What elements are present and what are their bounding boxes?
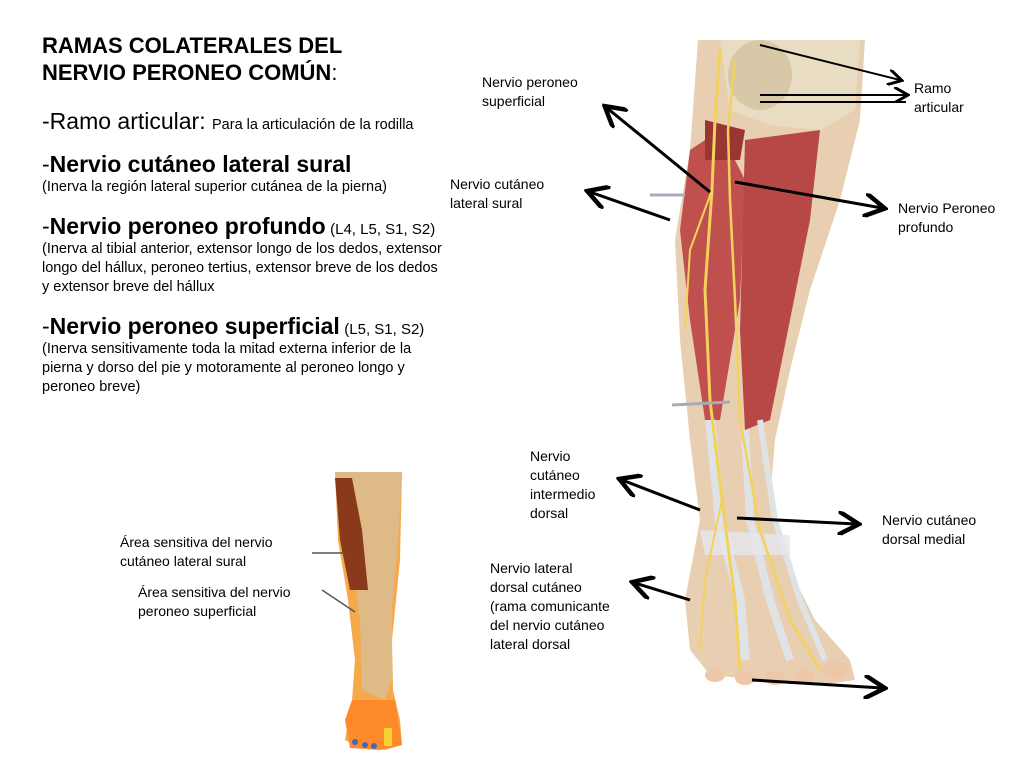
section-heading: Nervio peroneo superficial — [49, 313, 340, 339]
label-cutaneo-lateral-sural: Nervio cutáneo lateral sural — [450, 176, 545, 211]
section-peroneo-profundo: -Nervio peroneo profundo (L4, L5, S1, S2… — [42, 213, 442, 295]
section-heading: Nervio cutáneo lateral sural — [49, 151, 352, 177]
label-lateral-dorsal-cutaneo: Nervio lateral dorsal cutáneo (rama comu… — [490, 560, 610, 652]
label-peroneo-superficial: Nervio peroneo superficial — [482, 74, 578, 109]
text-panel: RAMAS COLATERALES DEL NERVIO PERONEO COM… — [42, 32, 442, 413]
anatomy-leg-image — [650, 40, 865, 685]
section-description: (Inerva al tibial anterior, extensor lon… — [42, 241, 442, 295]
section-roots: (L5, S1, S2) — [344, 321, 425, 338]
section-description: Para la articulación de la rodilla — [212, 117, 414, 133]
section-peroneo-superficial: -Nervio peroneo superficial (L5, S1, S2)… — [42, 313, 425, 395]
section-description: (Inerva sensitivamente toda la mitad ext… — [42, 341, 412, 395]
section-ramo-articular: -Ramo articular: Para la articulación de… — [42, 108, 414, 134]
section-cutaneo-lateral-sural: -Nervio cutáneo lateral sural (Inerva la… — [42, 151, 387, 195]
label-peroneo-profundo: Nervio Peroneo profundo — [898, 200, 996, 235]
sensory-leg-image — [312, 472, 402, 750]
section-roots: (L4, L5, S1, S2) — [330, 221, 436, 238]
section-heading: Ramo articular — [49, 108, 200, 134]
label-area-superficial: Área sensitiva del nervio peroneo superf… — [138, 584, 291, 619]
page-title: RAMAS COLATERALES DEL NERVIO PERONEO COM… — [42, 33, 343, 85]
label-ramo-articular: Ramo articular — [914, 80, 964, 115]
label-cutaneo-dorsal-medial: Nervio cutáneo dorsal medial — [882, 512, 977, 547]
label-cutaneo-intermedio-dorsal: Nervio cutáneo intermedio dorsal — [530, 448, 596, 521]
label-area-sural: Área sensitiva del nervio cutáneo latera… — [120, 534, 273, 569]
section-description: (Inerva la región lateral superior cután… — [42, 179, 387, 195]
section-heading: Nervio peroneo profundo — [49, 213, 326, 239]
pointer-arrows — [590, 44, 906, 688]
